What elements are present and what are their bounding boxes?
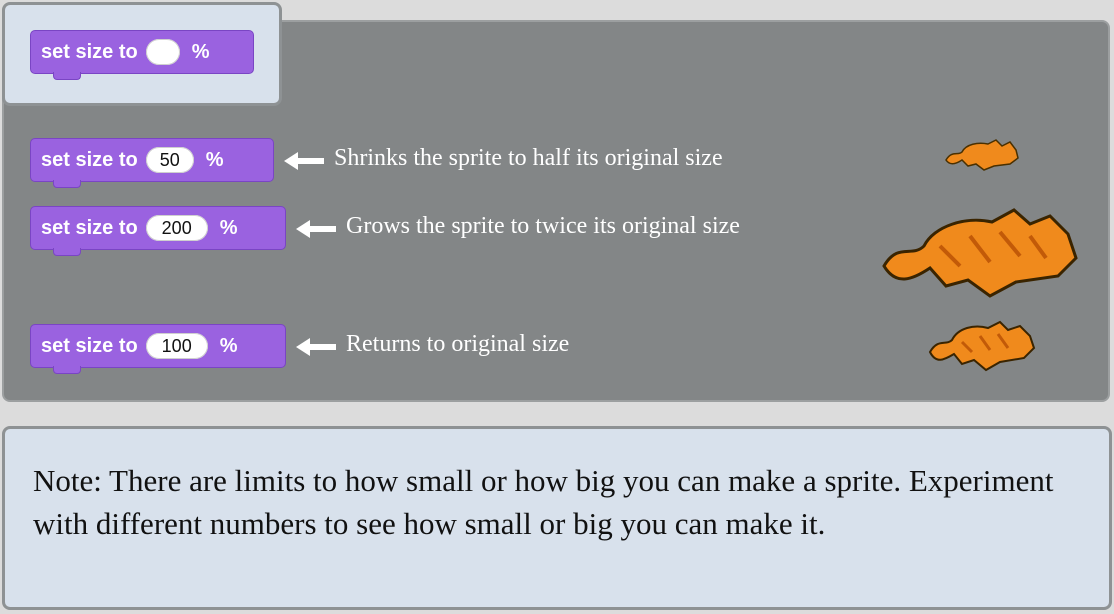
block-label: set size to [41,334,138,357]
block-percent: % [191,40,210,63]
left-arrow-icon [296,220,336,238]
cat-sprite-icon [882,208,1078,298]
set-size-block-template[interactable]: set size to % [30,30,254,80]
block-percent: % [205,148,224,171]
cat-sprite-icon [945,139,1019,171]
set-size-block-100[interactable]: set size to 100 % [30,324,286,374]
block-percent: % [219,216,238,239]
block-label: set size to [41,40,138,63]
block-input-slot[interactable]: 200 [145,215,208,241]
caption-shrink: Shrinks the sprite to half its original … [334,145,723,171]
note-text: Note: There are limits to how small or h… [33,463,1054,541]
left-arrow-icon [284,152,324,170]
caption-grow: Grows the sprite to twice its original s… [346,213,740,239]
block-input-slot[interactable]: 50 [145,147,194,173]
note-panel: Note: There are limits to how small or h… [2,426,1112,610]
block-percent: % [219,334,238,357]
block-label: set size to [41,216,138,239]
left-arrow-icon [296,338,336,356]
block-input-slot[interactable]: 100 [145,333,208,359]
caption-original: Returns to original size [346,331,570,357]
cat-sprite-icon [928,320,1036,372]
block-label: set size to [41,148,138,171]
set-size-block-200[interactable]: set size to 200 % [30,206,286,256]
block-input-slot[interactable] [145,39,180,65]
set-size-block-50[interactable]: set size to 50 % [30,138,274,188]
